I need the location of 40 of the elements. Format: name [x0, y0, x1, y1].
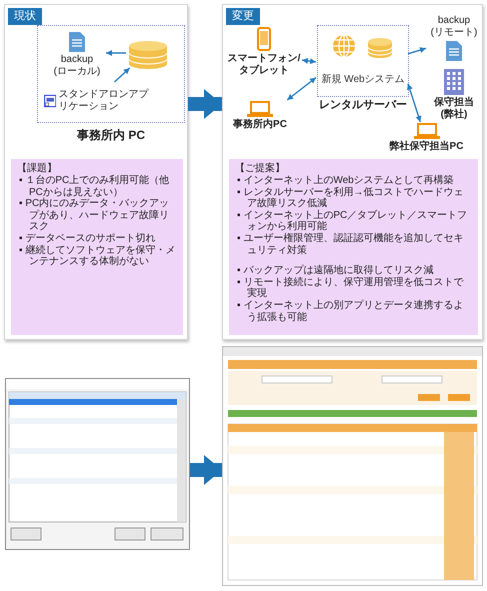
node-label: backup (ローカル): [52, 54, 102, 78]
arrow: [106, 50, 126, 56]
database-icon: [128, 40, 168, 70]
bullet-item: ▪ バックアップは遠隔地に取得してリスク減: [237, 265, 434, 276]
arrow: [114, 67, 130, 83]
note-box: [229, 159, 478, 335]
node-label: スマートフォン/タブレット: [226, 53, 302, 77]
note-heading: 【ご提案】: [235, 163, 286, 175]
bullet-item: ▪ リモート接続により、保守運用管理を低コストで実現: [237, 276, 464, 300]
node-label: 事務所内PC: [233, 119, 287, 131]
panel-card: [4, 4, 188, 340]
block-arrow: [190, 455, 222, 485]
double-arrow: [406, 83, 422, 122]
node-label: レンタルサーバー: [318, 98, 408, 113]
node-label: 保守担当 (弊社): [432, 97, 475, 121]
picture: [222, 346, 483, 586]
bullet-item: ▪ データベースのサポート切れ: [19, 232, 156, 244]
bullet-item: ▪ インターネット上のPC／タブレット／スマートフォンから利用可能: [237, 210, 468, 232]
node-label: 弊社保守担当PC: [390, 141, 464, 153]
bullet-item: ▪ インターネット上の別アプリとデータ連携するよう拡張も可能: [237, 300, 464, 324]
node-label: 事務所内 PC: [76, 127, 146, 143]
tag-label: 現状: [8, 8, 42, 25]
bullet-item: ▪ 継続してソフトウェアを保守・メンテナンスする体制がない: [19, 244, 176, 268]
note-heading: 【課題】: [17, 163, 58, 174]
note-box: [11, 159, 183, 335]
arrow: [408, 47, 426, 55]
node-label: 新規 Webシステム: [320, 72, 406, 86]
tag-label: 変更: [226, 8, 260, 25]
node-label: スタンドアロンアプリケーション: [58, 89, 150, 113]
double-arrow: [302, 58, 316, 64]
node-label: backup (リモート): [430, 15, 478, 39]
bullet-item: ▪ PC内にのみデータ・バックアップがあり、ハードウェア故障リスク: [19, 198, 170, 232]
bullet-item: ▪ レンタルサーバーを利用→低コストでハードウェア故障リスク低減: [237, 186, 464, 210]
panel-card: [222, 4, 483, 340]
bullet-item: ▪ ユーザー権限管理、認証認可機能を追加してセキュリティ対策: [237, 232, 464, 256]
picture: [5, 378, 190, 550]
block-arrow: [188, 89, 222, 119]
bullet-item: ▪ １台のPC上でのみ利用可能（他PCからは見えない）: [19, 175, 170, 198]
double-arrow: [286, 76, 316, 101]
bullet-item: ▪ インターネット上のWebシステムとして再構築: [237, 175, 455, 186]
